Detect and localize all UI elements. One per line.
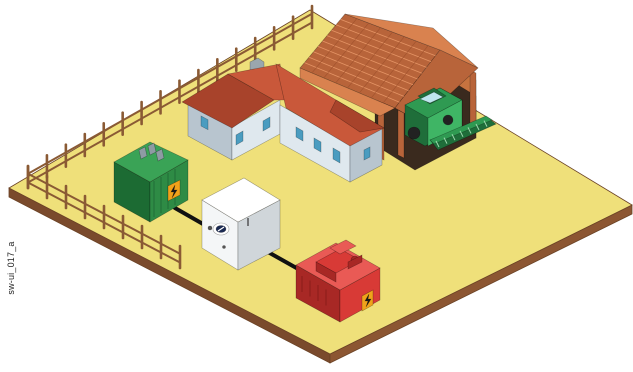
figure-id-label: sw-ui_017_a — [6, 228, 18, 308]
